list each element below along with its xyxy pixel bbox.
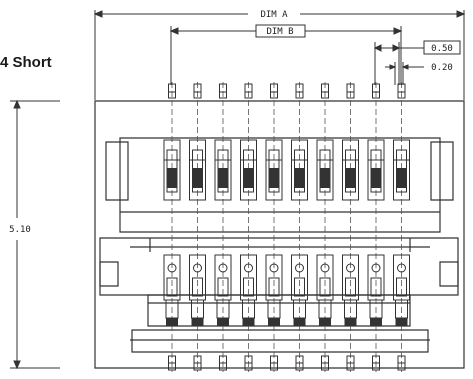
top-pin-tail [244,83,253,99]
bottom-contact-housing [367,254,385,301]
top-contact-housing [367,139,385,201]
top-pin-tail [372,83,380,99]
bottom-contact-spring [319,277,331,297]
bottom-contact-dimple [218,263,228,273]
dim-b-annotation [169,24,403,85]
bottom-contact-housing [291,254,308,301]
height-annotation [10,99,60,370]
top-pin-tail [168,83,176,99]
bottom-contact-spring [396,277,407,297]
dim-a-annotation [93,10,466,100]
bottom-contact-dimple [371,263,381,273]
top-contact-tip [396,168,407,188]
bottom-contact-solder [319,318,331,326]
dim-b-label: DIM B [266,27,293,37]
top-pin-tail [193,83,202,99]
pin-array [163,82,410,372]
top-contact-housing [265,139,283,201]
bottom-contact-solder [293,318,306,326]
top-contact-housing [163,139,181,201]
bottom-contact-solder [268,318,280,326]
bottom-contact-solder [217,318,229,326]
pitch-annotation [373,40,461,85]
top-pin-tail [397,83,406,99]
top-contact-housing [393,139,410,201]
top-contact-tip [192,168,203,188]
top-pin-tail [295,83,304,99]
top-contact-housing [342,139,359,201]
bottom-contact-solder [395,318,408,326]
bottom-contact-spring [345,277,356,297]
height-label: 5.10 [9,225,31,235]
top-contact-tip [167,168,177,188]
top-contact-housing [214,139,232,201]
caption-label: 4 Short [0,54,52,71]
bottom-contact-dimple [320,263,330,273]
top-contact-housing [316,139,334,201]
top-contact-tip [269,168,279,188]
top-contact-tip [294,168,305,188]
bottom-contact-housing [163,254,181,301]
top-contact-housing [291,139,308,201]
top-contact-housing [189,139,206,201]
pin-width-label: 0.20 [431,63,453,73]
bottom-contact-solder [242,318,255,326]
bottom-contact-solder [191,318,204,326]
bottom-contact-housing [214,254,232,301]
bottom-contact-dimple [167,263,177,273]
top-pin-tail [270,83,278,99]
bottom-contact-dimple [397,263,406,273]
bottom-contact-spring [192,277,203,297]
bottom-contact-dimple [295,263,304,273]
pitch-label: 0.50 [431,44,453,54]
top-contact-tip [320,168,330,188]
bottom-contact-solder [166,318,178,326]
bottom-contact-spring [370,277,382,297]
dim-a-label: DIM A [260,10,288,20]
bottom-contact-spring [243,277,254,297]
connector-body [94,100,465,369]
bottom-contact-spring [294,277,305,297]
top-pin-tail [219,83,227,99]
bottom-contact-dimple [269,263,279,273]
top-pin-tail [346,83,355,99]
bottom-contact-housing [240,254,257,301]
top-contact-tip [218,168,228,188]
top-contact-housing [240,139,257,201]
bottom-contact-spring [268,277,280,297]
pin-width-annotation [385,62,424,85]
bottom-contact-housing [393,254,410,301]
bottom-contact-housing [265,254,283,301]
top-contact-tip [345,168,356,188]
bottom-contact-dimple [193,263,202,273]
bottom-contact-spring [217,277,229,297]
bottom-contact-housing [189,254,206,301]
bottom-contact-housing [316,254,334,301]
bottom-contact-dimple [346,263,355,273]
bottom-contact-dimple [244,263,253,273]
bottom-contact-solder [344,318,357,326]
bottom-contact-solder [370,318,382,326]
bottom-contact-spring [166,277,178,297]
bottom-contact-housing [342,254,359,301]
top-contact-tip [243,168,254,188]
top-pin-tail [321,83,329,99]
top-contact-tip [371,168,381,188]
